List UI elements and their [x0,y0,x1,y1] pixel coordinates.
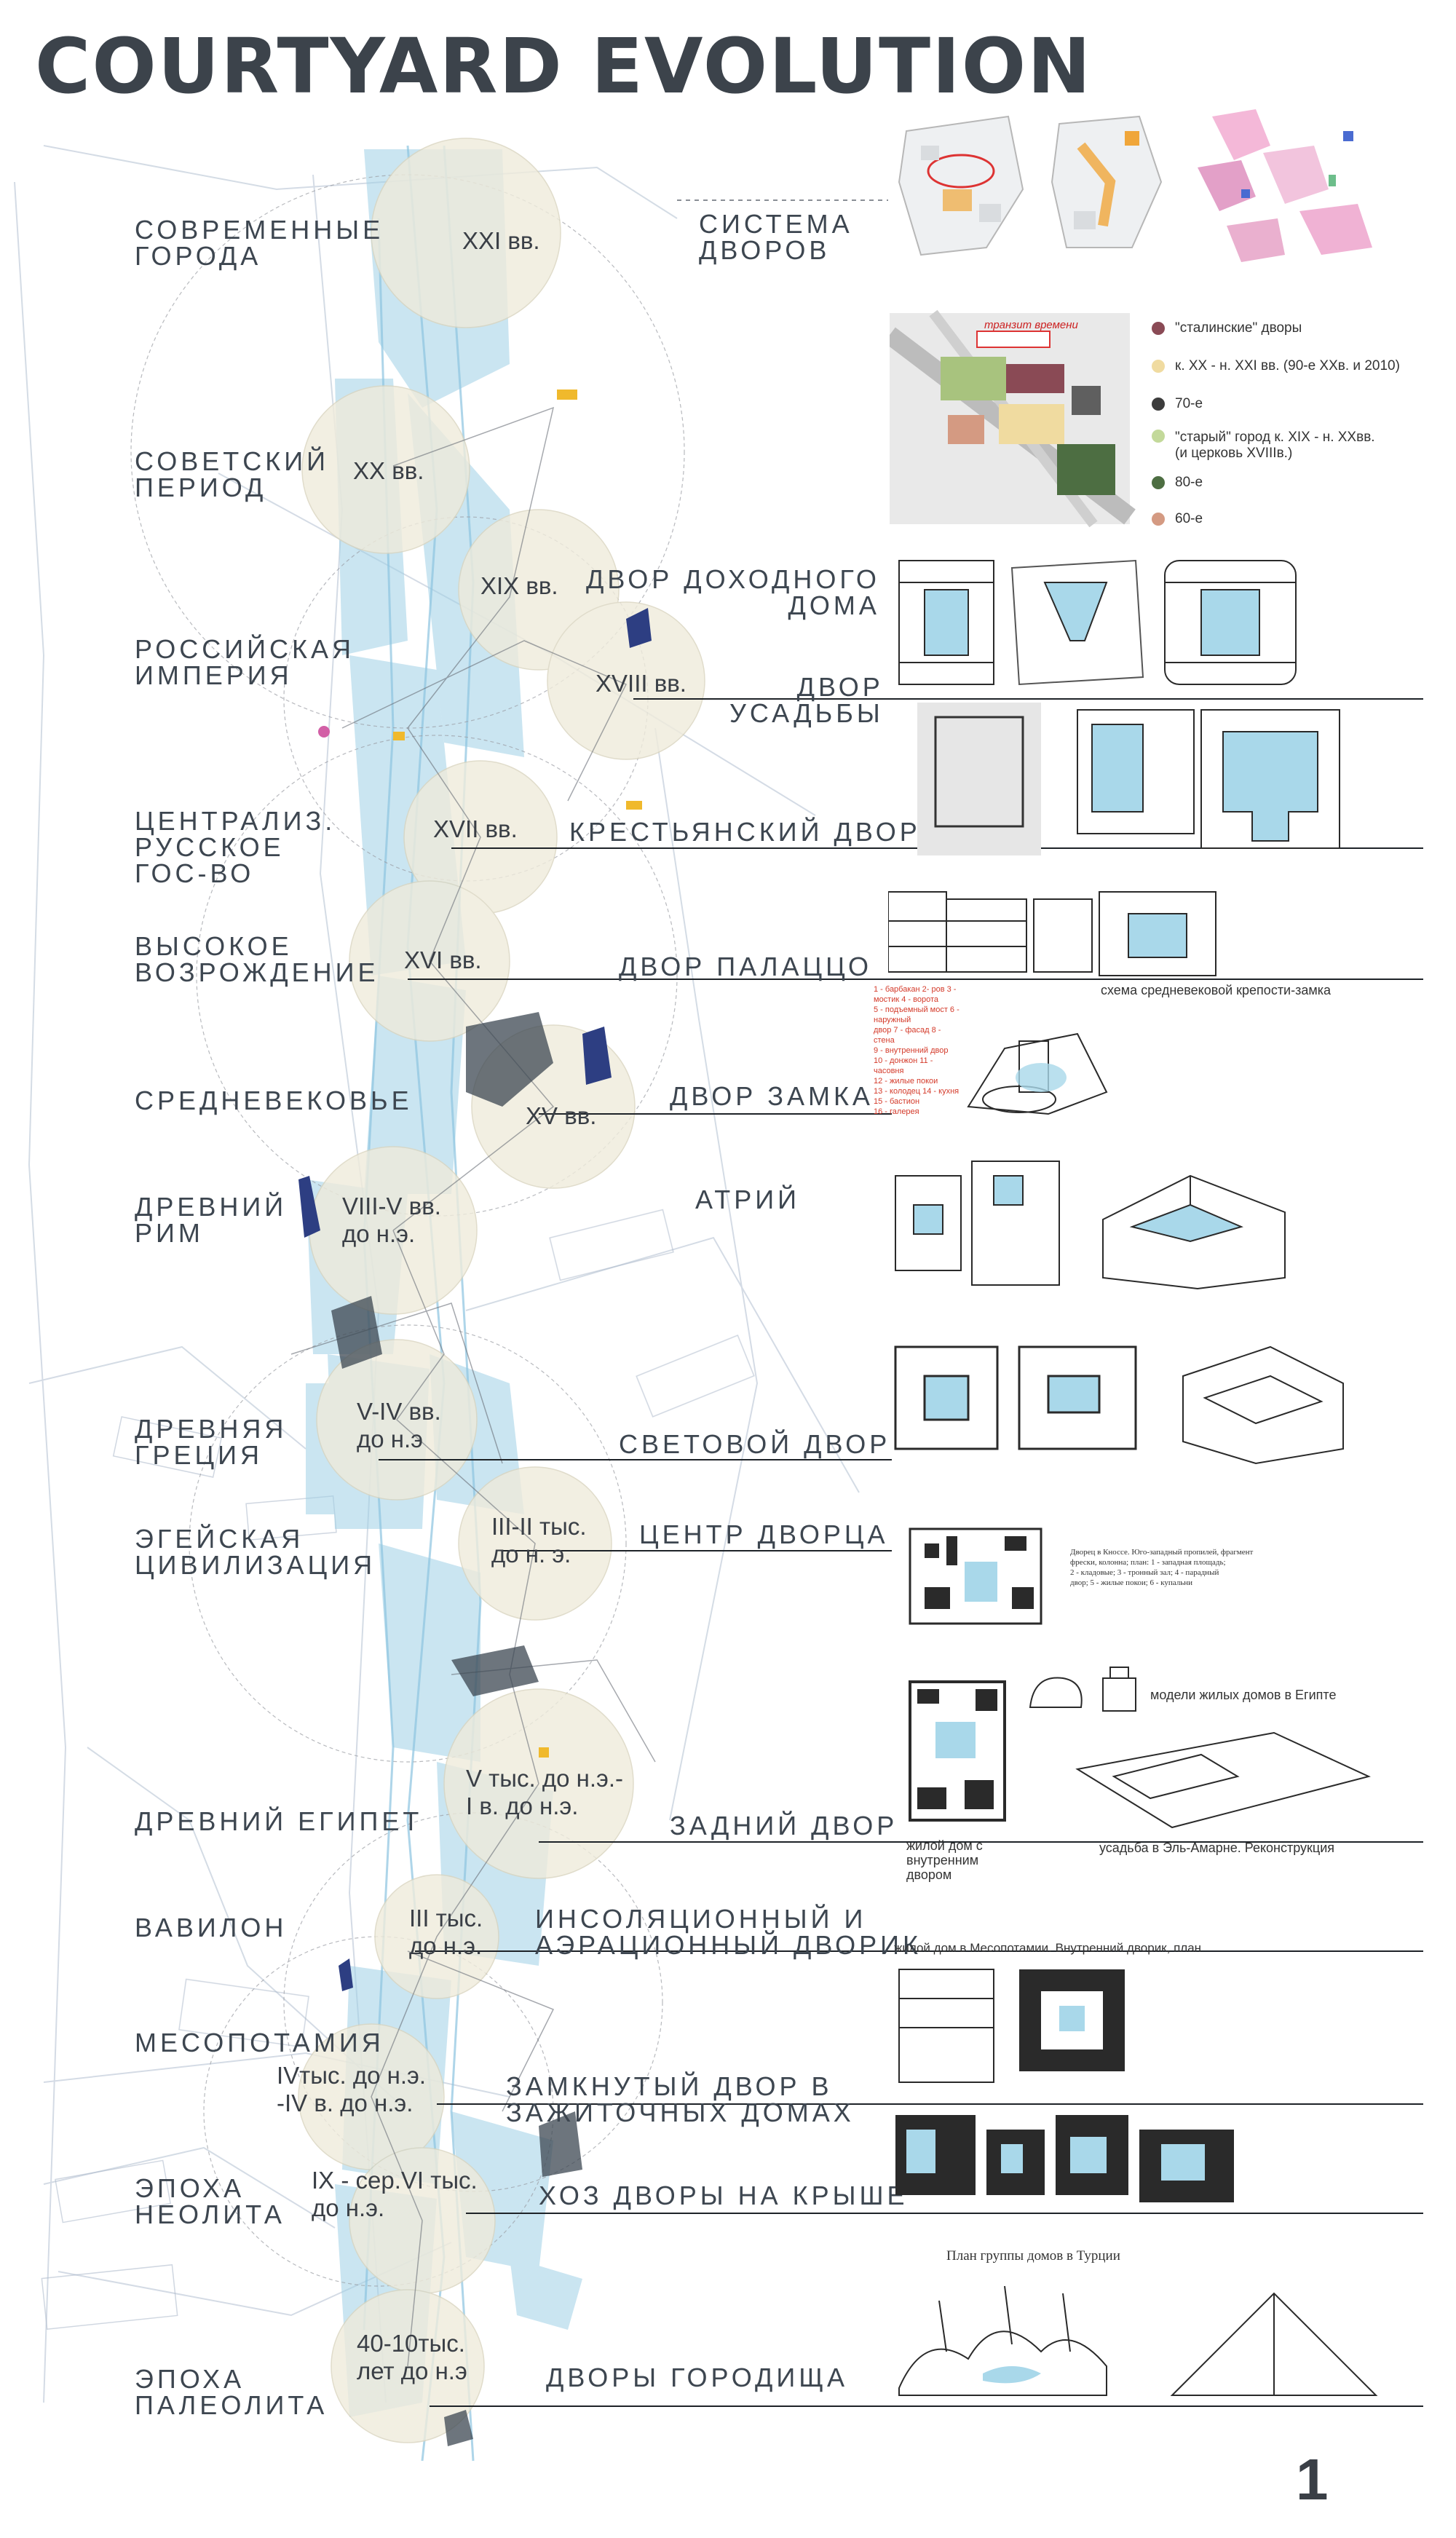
yellow-fragments [393,390,642,1758]
castle-drawing [967,1032,1108,1115]
legend-label: 60-е [1175,511,1203,526]
period-xviii: XVIII вв. [596,670,687,697]
legend-label: "сталинские" дворы [1175,320,1302,336]
legend-item: 80-е [1152,475,1203,491]
era-greece-label: ДРЕВНЯЯ ГРЕЦИЯ [135,1414,288,1470]
legend-label: "старый" город к. XIX - н. XXвв. (и церк… [1175,430,1375,461]
period-v-iv: V-IV вв. до н.э [357,1398,441,1452]
greek-house-drawings [894,1345,1344,1465]
courtyard-system-label: СИСТЕМА ДВОРОВ [699,209,853,265]
period-xvii: XVII вв. [433,815,518,842]
legend-swatch [1152,512,1165,526]
legend-item: 60-е [1152,511,1203,527]
transit-title: транзит времени [984,319,1078,331]
legend-item: к. XX - н. XXI вв. (90-е XXв. и 2010) [1152,358,1400,374]
legend-swatch [1152,321,1165,335]
era-renaissance-label: ВЫСОКОЕ ВОЗРОЖДЕНИЕ [135,931,379,987]
courtyard-tenement-label: ДВОР ДОХОДНОГО ДОМА [586,564,880,620]
era-rome-label: ДРЕВНИЙ РИМ [135,1192,288,1248]
period-ix: IX - сер.VI тыс. до н.э. [312,2167,478,2221]
caption-amarna: усадьба в Эль-Амарне. Реконструкция [1099,1841,1335,1855]
legend-swatch [1152,475,1165,489]
era-mesopotamia-label: МЕСОПОТАМИЯ [135,2028,384,2057]
paleolithic-sketches [898,2285,1378,2396]
legend-swatch [1152,430,1165,443]
transit-map [890,309,1136,528]
courtyard-estate-label: ДВОР УСАДЬБЫ [729,672,884,728]
legend-item: 70-е [1152,396,1203,412]
legend-item: "старый" город к. XIX - н. XXвв. (и церк… [1152,430,1375,462]
period-iii-tys: III тыс. до н.э. [409,1905,483,1959]
courtyard-closed-label: ЗАМКНУТЫЙ ДВОР В ЗАЖИТОЧНЫХ ДОМАХ [506,2071,855,2127]
modern-city-maps [898,109,1372,262]
egypt-models [1029,1667,1136,1712]
era-babylon-label: ВАВИЛОН [135,1913,288,1942]
period-iii-ii: III-II тыс. до н. э. [491,1513,587,1568]
period-xix: XIX вв. [480,572,558,599]
era-aegean-label: ЭГЕЙСКАЯ ЦИВИЛИЗАЦИЯ [135,1524,376,1580]
legend-label: к. XX - н. XXI вв. (90-е XXв. и 2010) [1175,358,1400,373]
courtyard-back-label: ЗАДНИЙ ДВОР [670,1811,898,1841]
legend-label: 80-е [1175,475,1203,490]
estate-plans [917,703,1340,855]
courtyard-palazzo-label: ДВОР ПАЛАЦЦО [619,952,872,981]
caption-egypt-models: модели жилых домов в Египте [1150,1688,1337,1702]
atrium-drawings [895,1161,1286,1290]
courtyard-palace-label: ЦЕНТР ДВОРЦА [639,1519,889,1549]
era-centralized-label: ЦЕНТРАЛИЗ. РУССКОЕ ГОС-ВО [135,806,336,888]
courtyard-insolation-label: ИНСОЛЯЦИОННЫЙ И АЭРАЦИОННЫЙ ДВОРИК [535,1904,922,1960]
page-title: COURTYARD EVOLUTION [35,22,1093,111]
page-number: 1 [1296,2447,1329,2512]
courtyard-castle-label: ДВОР ЗАМКА [670,1081,874,1111]
period-xv: XV вв. [526,1102,597,1129]
tenement-plans [898,559,1297,686]
mesopotamia-drawings [898,1969,1125,2083]
era-neolithic-label: ЭПОХА НЕОЛИТА [135,2173,285,2229]
caption-knossos: Дворец в Кноссе. Юго-западный пропилей, … [1070,1548,1254,1587]
era-empire-label: РОССИЙСКАЯ ИМПЕРИЯ [135,634,355,690]
caption-turkey: План группы домов в Турции [946,2248,1120,2264]
dark-fragments [331,1012,582,2446]
legend-swatch [1152,397,1165,411]
era-paleolithic-label: ЭПОХА ПАЛЕОЛИТА [135,2364,328,2420]
period-circles [298,138,705,2443]
caption-castle-scheme: схема средневековой крепости-замка [1101,983,1332,997]
period-v-tys: V тыс. до н.э.- I в. до н.э. [466,1765,624,1819]
caption-mesopotamia-house: жилой дом в Месопотамии. Внутренний двор… [894,1941,1202,1955]
period-paleo: 40-10тыс. лет до н.э [357,2330,467,2384]
period-iv-tys: IVтыс. до н.э. -IV в. до н.э. [277,2062,427,2116]
knossos-plan [909,1527,1042,1625]
caption-castle-list: 1 - барбакан 2- ров 3 - мостик 4 - ворот… [874,985,960,1116]
era-egypt-label: ДРЕВНИЙ ЕГИПЕТ [135,1806,423,1836]
period-viii-v: VIII-V вв. до н.э. [342,1193,441,1247]
era-soviet-label: СОВЕТСКИЙ ПЕРИОД [135,446,329,502]
period-xxi: XXI вв. [462,227,540,254]
egypt-house-plan [909,1680,1006,1822]
courtyard-peasant-label: КРЕСТЬЯНСКИЙ ДВОР [569,817,921,847]
period-xvi: XVI вв. [404,946,482,973]
transit-map-panel: транзит времени "сталинские" дворы к. XX… [890,277,1414,539]
courtyard-atrium-label: АТРИЙ [695,1185,800,1214]
neolithic-houses [895,2115,1234,2202]
courtyard-settlement-label: ДВОРЫ ГОРОДИЩА [546,2363,849,2392]
era-modern-label: СОВРЕМЕННЫЕ ГОРОДА [135,215,384,271]
navy-fragments [298,608,652,1991]
courtyard-light-label: СВЕТОВОЙ ДВОР [619,1429,891,1459]
palazzo-drawings [888,891,1216,976]
era-medieval-label: СРЕДНЕВЕКОВЬЕ [135,1086,413,1115]
period-xx: XX вв. [353,457,424,484]
pink-dot [318,726,330,738]
legend-label: 70-е [1175,396,1203,411]
caption-egypt-house: жилой дом с внутренним двором [906,1838,983,1882]
legend-swatch [1152,359,1165,373]
courtyard-roof-label: ХОЗ ДВОРЫ НА КРЫШЕ [539,2181,909,2210]
amarna-drawing [1075,1731,1371,1829]
legend-item: "сталинские" дворы [1152,320,1302,336]
